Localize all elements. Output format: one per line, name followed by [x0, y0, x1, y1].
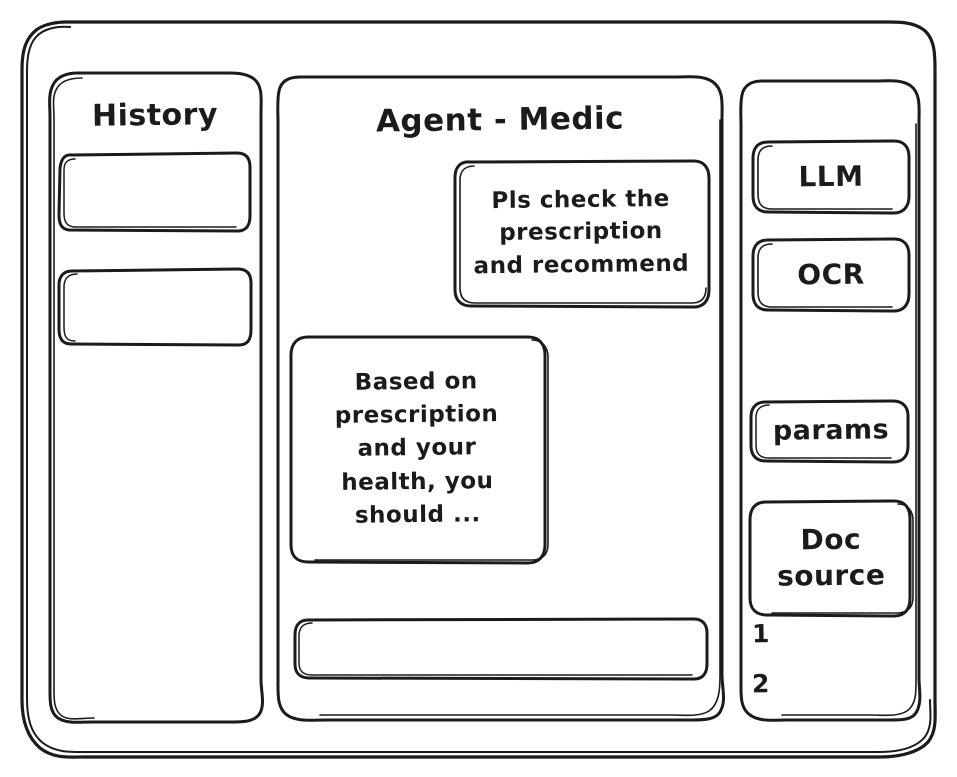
doc-source-panel[interactable]: Doc source — [751, 499, 910, 617]
doc-source-reference[interactable]: 1 — [751, 618, 771, 648]
history-list-item[interactable] — [58, 152, 250, 230]
agent-message-line: and your — [357, 434, 477, 463]
agent-message-line: health, you — [341, 467, 494, 496]
user-message-line: Pls check the — [491, 185, 670, 214]
tool-button-llm[interactable]: LLM — [798, 159, 864, 193]
agent-message-line: prescription — [334, 400, 499, 429]
agent-message-line: should ... — [354, 501, 481, 529]
doc-source-reference[interactable]: 2 — [751, 668, 771, 698]
tool-button-params[interactable]: params — [772, 413, 890, 447]
agent-message-bubble: Based on prescription and your health, y… — [289, 333, 546, 564]
history-list-item[interactable] — [58, 268, 250, 342]
user-message-line: and recommend — [473, 250, 690, 280]
tool-button-ocr[interactable]: OCR — [797, 257, 865, 291]
doc-source-label-line: source — [776, 558, 886, 593]
user-message-bubble: Pls check the prescription and recommend — [453, 158, 709, 306]
sidebar-title: History — [91, 96, 219, 134]
agent-message-line: Based on — [354, 367, 478, 396]
user-message-line: prescription — [499, 218, 663, 247]
page-title: Agent - Medic — [375, 100, 625, 140]
message-input[interactable] — [296, 615, 707, 678]
doc-source-label-line: Doc — [800, 522, 862, 557]
